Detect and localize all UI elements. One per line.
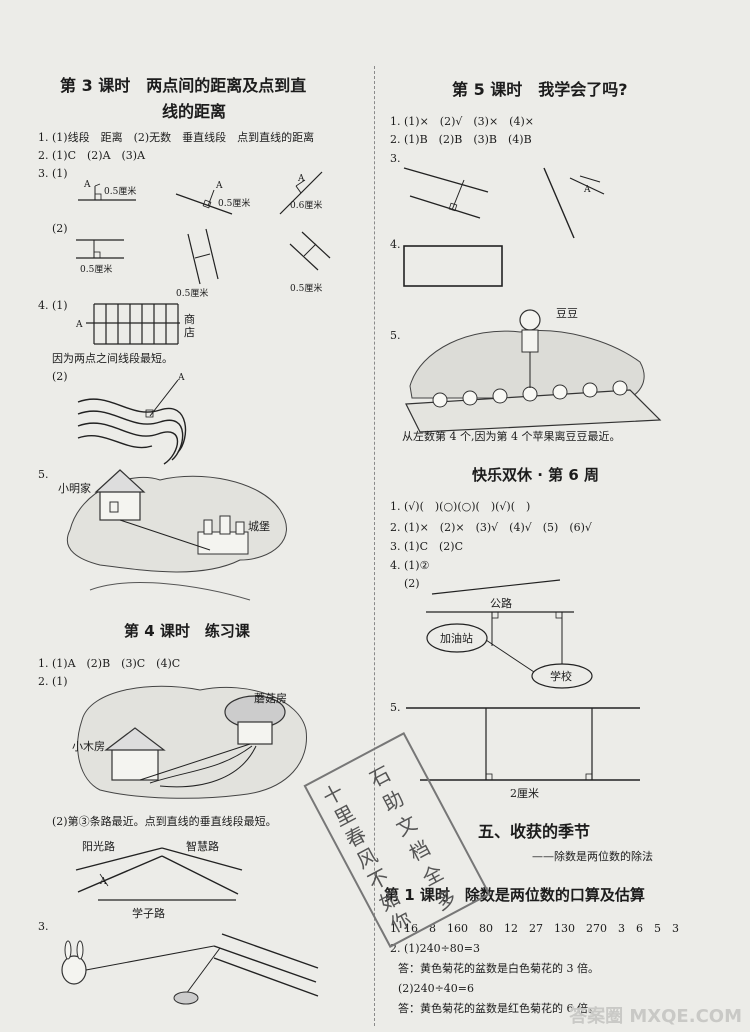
l3-fig2-label-a: A: [215, 181, 223, 191]
unit5-title: 五、收获的季节: [478, 822, 591, 841]
road-zhihui: 智慧路: [186, 840, 219, 853]
l3-fig4-label: 0.5厘米: [80, 263, 112, 275]
l4-q2-answer: (2)第③条路最近。点到直线的垂直线段最短。: [52, 815, 277, 828]
gas-station-label: 加油站: [440, 632, 473, 645]
unit5-subtitle: ——除数是两位数的除法: [532, 850, 653, 863]
w-q1: 1. (√)( )(○)(○)( )(√)( ): [390, 500, 531, 513]
l3-fig2-label: 0.5厘米: [218, 197, 250, 209]
l4-q3: 3.: [38, 920, 49, 933]
l4-q2: 2. (1): [38, 675, 68, 688]
watermark-logo: 答案圈 MXQE.COM: [569, 1006, 742, 1027]
w-q3: 3. (1)C (2)C: [390, 540, 463, 553]
unit5-lesson1-title: 第 1 课时 除数是两位数的口算及估算: [384, 886, 645, 904]
l3-q4-answer: 因为两点之间线段最短。: [52, 352, 173, 365]
l3-q3-sub2: (2): [52, 222, 68, 235]
column-divider: [374, 66, 375, 1026]
u1-q2-b: (2)240÷40=6: [398, 982, 475, 995]
lesson4-title: 第 4 课时 练习课: [124, 622, 250, 640]
cabin-label: 小木房: [72, 740, 105, 753]
river-label-a: A: [177, 373, 185, 383]
l5-fig-label-a: A: [583, 185, 591, 195]
l5-q3: 3.: [390, 152, 401, 165]
l5-q2: 2. (1)B (2)B (3)B (4)B: [390, 133, 532, 146]
school-label: 学校: [550, 670, 572, 683]
u1-q2: 2. (1)240÷80=3: [390, 942, 480, 955]
l3-fig3-label: 0.6厘米: [290, 199, 322, 211]
road-xuezi: 学子路: [132, 907, 165, 920]
roads-label-a: A: [99, 877, 107, 887]
road-yangguang: 阳光路: [82, 840, 115, 853]
shop-label: 商店: [184, 313, 195, 340]
lesson5-title: 第 5 课时 我学会了吗?: [452, 80, 628, 99]
xiaoming-home-label: 小明家: [58, 482, 91, 495]
l3-q4: 4. (1): [38, 299, 68, 312]
w-q4: 4. (1)②: [390, 559, 430, 572]
l3-q4-label-a: A: [75, 320, 83, 330]
l3-q4-sub2: (2): [52, 370, 68, 383]
w-q2: 2. (1)× (2)× (3)√ (4)√ (5) (6)√: [390, 521, 592, 534]
doudou-label: 豆豆: [556, 307, 578, 320]
l3-q3: 3. (1): [38, 167, 68, 180]
lesson3-title-line2: 线的距离: [162, 102, 227, 121]
l3-q1: 1. (1)线段 距离 (2)无数 垂直线段 点到直线的距离: [38, 131, 315, 144]
w-q4-sub2: (2): [404, 577, 420, 590]
road-label: 公路: [490, 597, 512, 610]
l5-q5: 5.: [390, 329, 401, 342]
l3-fig1-label: 0.5厘米: [104, 185, 136, 197]
l3-q2: 2. (1)C (2)A (3)A: [38, 149, 146, 162]
two-cm-label: 2厘米: [510, 787, 539, 800]
l4-q1: 1. (1)A (2)B (3)C (4)C: [38, 657, 181, 670]
u1-q1: 1. 16 8 160 80 12 27 130 270 3 6 5 3: [390, 922, 679, 935]
u1-q2-answer2: 答：黄色菊花的盆数是红色菊花的 6 倍。: [398, 1002, 599, 1015]
l5-q4: 4.: [390, 238, 401, 251]
l3-fig1-label-a: A: [83, 180, 91, 190]
weekend-title: 快乐双休 · 第 6 周: [472, 466, 600, 484]
l3-fig3-label-a: A: [297, 174, 305, 184]
l3-fig5-label: 0.5厘米: [176, 287, 208, 299]
w-q5: 5.: [390, 701, 401, 714]
castle-label: 城堡: [248, 520, 270, 533]
l5-q1: 1. (1)× (2)√ (3)× (4)×: [390, 115, 534, 128]
l3-q5: 5.: [38, 468, 49, 481]
lesson3-title-line1: 第 3 课时 两点间的距离及点到直: [60, 76, 307, 95]
l3-fig6-label: 0.5厘米: [290, 282, 322, 294]
u1-q2-answer1: 答：黄色菊花的盆数是白色菊花的 3 倍。: [398, 962, 599, 975]
mushroom-house-label: 蘑菇房: [254, 692, 287, 705]
l5-q5-answer: 从左数第 4 个,因为第 4 个苹果离豆豆最近。: [402, 430, 621, 443]
